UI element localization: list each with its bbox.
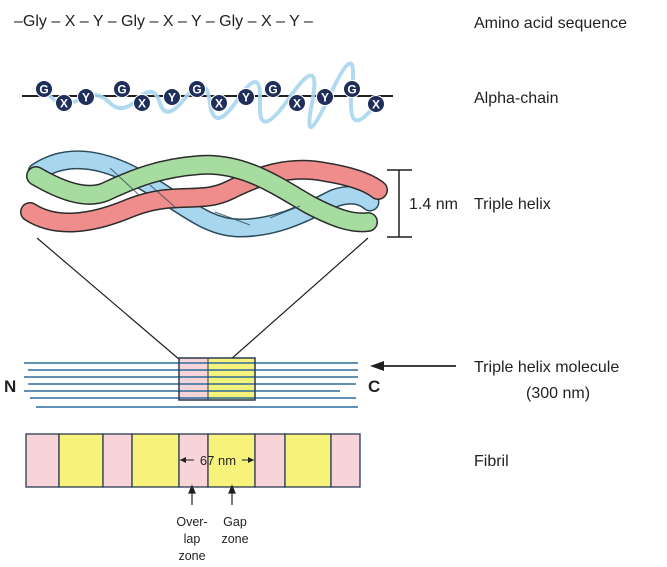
residue-g-circle <box>343 80 361 98</box>
triple-helix <box>20 150 388 238</box>
svg-text:lap: lap <box>184 532 201 546</box>
triple-helix-molecules: N C <box>4 357 380 408</box>
residue-x-circle <box>55 94 73 112</box>
zone-arrows <box>188 484 236 505</box>
n-terminus-label: N <box>4 377 16 396</box>
residue-label: G <box>192 83 201 97</box>
svg-text:Gap: Gap <box>223 515 247 529</box>
triple-helix-diameter-label: 1.4 nm <box>409 196 458 213</box>
fibril-label: Fibril <box>474 453 509 470</box>
gap-zone-label: Gap zone <box>221 515 248 546</box>
residue-x-circle <box>288 94 306 112</box>
triple-helix-molecule-label: Triple helix molecule <box>474 359 620 376</box>
overlap-zone-highlight <box>179 358 208 400</box>
amino-acid-sequence-text: –Gly – X – Y – Gly – X – Y – Gly – X – Y… <box>14 13 313 30</box>
residue-label: G <box>39 83 48 97</box>
residue-label: X <box>293 97 301 111</box>
residue-g-circle <box>113 80 131 98</box>
svg-text:zone: zone <box>178 549 205 563</box>
molecule-pointer-arrow <box>370 361 456 371</box>
amino-acid-sequence-label: Amino acid sequence <box>474 15 627 32</box>
c-terminus-label: C <box>368 377 380 396</box>
residue-label: G <box>268 83 277 97</box>
residue-y-circle <box>237 88 255 106</box>
fibril <box>25 433 361 488</box>
residue-g-circle <box>264 80 282 98</box>
triple-helix-label: Triple helix <box>474 196 551 213</box>
residue-label: X <box>60 97 68 111</box>
residue-g-circle <box>188 80 206 98</box>
residue-y-circle <box>77 88 95 106</box>
residue-label: G <box>117 83 126 97</box>
residue-label: Y <box>321 91 329 105</box>
svg-text:Over-: Over- <box>176 515 207 529</box>
diameter-scale-bar <box>387 169 412 238</box>
residue-x-circle <box>210 94 228 112</box>
residue-x-circle <box>133 94 151 112</box>
molecule-length-label: (300 nm) <box>526 385 591 402</box>
residue-label: X <box>372 98 380 112</box>
gap-zone-highlight <box>208 358 255 400</box>
residue-label: Y <box>168 91 176 105</box>
residue-label: Y <box>242 91 250 105</box>
residue-y-circle <box>316 88 334 106</box>
residue-label: G <box>347 83 356 97</box>
residue-y-circle <box>163 88 181 106</box>
residue-g-circle <box>35 80 53 98</box>
svg-text:zone: zone <box>221 532 248 546</box>
residue-label: Y <box>82 91 90 105</box>
period-indicator: 67 nm <box>180 453 254 468</box>
period-label: 67 nm <box>200 453 236 468</box>
alpha-chain-label: Alpha-chain <box>474 90 559 107</box>
zoom-lines <box>36 237 369 361</box>
residue-label: X <box>138 97 146 111</box>
residue-label: X <box>215 97 223 111</box>
overlap-zone-label: Over- lap zone <box>176 515 207 563</box>
residue-x-circle <box>367 95 385 113</box>
